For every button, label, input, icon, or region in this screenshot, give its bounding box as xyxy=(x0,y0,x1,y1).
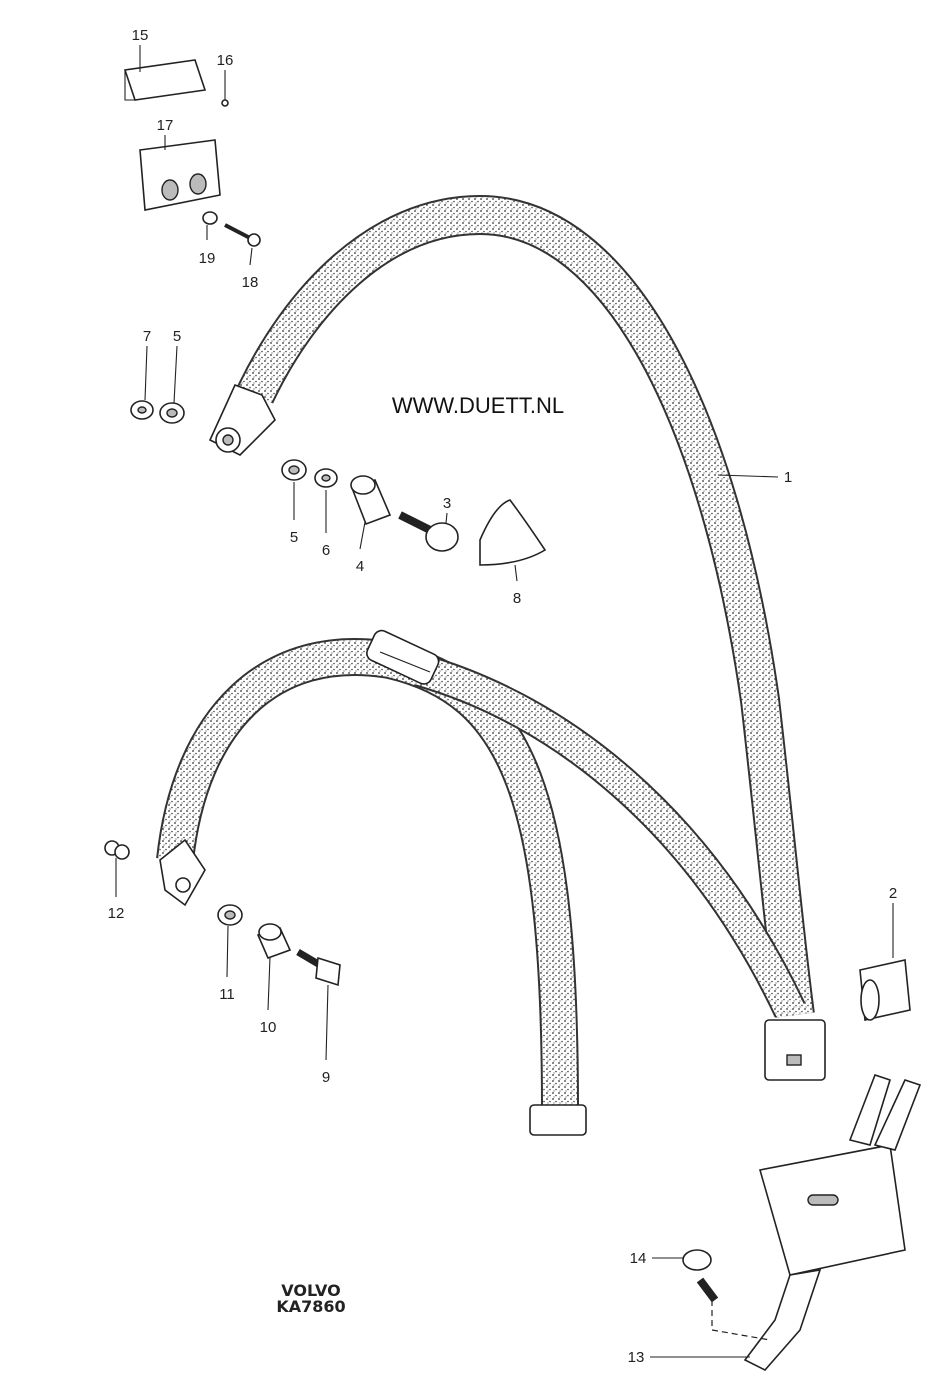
label-part-10: 10 xyxy=(260,1019,277,1036)
label-part-17: 17 xyxy=(157,117,174,134)
label-part-5-upper: 5 xyxy=(173,328,181,345)
label-part-2: 2 xyxy=(889,885,897,902)
lap-belt xyxy=(156,637,806,1136)
label-part-13: 13 xyxy=(628,1349,645,1366)
label-part-18: 18 xyxy=(242,274,259,291)
label-part-5-lower: 5 xyxy=(290,529,298,546)
label-part-7: 7 xyxy=(143,328,151,345)
drawing-brand: VOLVO xyxy=(281,1281,340,1300)
label-part-9: 9 xyxy=(322,1069,330,1086)
belt-adjuster xyxy=(366,629,440,685)
cover-cap xyxy=(479,499,547,566)
label-part-4: 4 xyxy=(356,558,364,575)
upper-anchor-plate xyxy=(208,383,276,456)
buckle-tongue xyxy=(764,959,911,1081)
label-part-14: 14 xyxy=(630,1250,647,1267)
lower-hardware xyxy=(104,840,341,987)
label-part-11: 11 xyxy=(219,986,235,1003)
shoulder-belt xyxy=(236,194,815,1018)
lower-anchor-plate xyxy=(159,838,206,907)
upper-hardware xyxy=(130,400,547,566)
buckle-assembly xyxy=(682,1073,922,1371)
part-labels: 1 2 3 4 5 5 6 7 8 9 10 11 12 13 14 15 16… xyxy=(108,27,898,1366)
drawing-number: KA7860 xyxy=(276,1297,345,1316)
belt-end-cap xyxy=(529,1104,587,1136)
trim-clips xyxy=(123,59,261,247)
label-part-16: 16 xyxy=(217,52,234,69)
label-part-19: 19 xyxy=(199,250,216,267)
label-part-3: 3 xyxy=(443,495,451,512)
label-part-8: 8 xyxy=(513,590,521,607)
label-part-12: 12 xyxy=(108,905,125,922)
watermark-url: WWW.DUETT.NL xyxy=(392,393,564,418)
label-part-6: 6 xyxy=(322,542,330,559)
label-part-1: 1 xyxy=(784,469,792,486)
leader-lines xyxy=(115,45,894,1358)
label-part-15: 15 xyxy=(132,27,149,44)
